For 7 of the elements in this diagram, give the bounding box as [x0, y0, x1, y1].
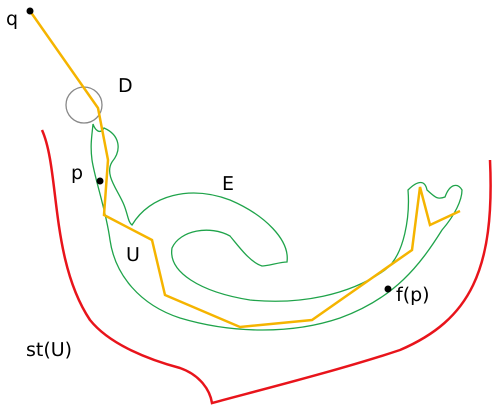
point-label: q [6, 10, 18, 29]
point-label: f(p) [396, 286, 430, 305]
region-label: st(U) [26, 341, 72, 360]
region-label: D [118, 77, 133, 96]
point-label: p [71, 164, 84, 183]
region-label: U [126, 246, 140, 265]
region-label: E [222, 175, 234, 194]
